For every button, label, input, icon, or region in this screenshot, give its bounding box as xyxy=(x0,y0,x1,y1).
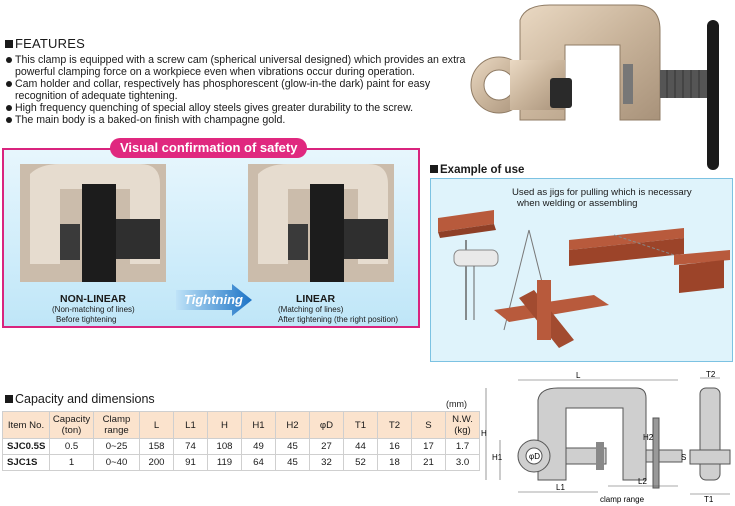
table-cell: 52 xyxy=(343,454,378,471)
example-heading: Example of use xyxy=(430,164,524,176)
column-header: Capacity (ton) xyxy=(49,411,94,439)
clamp-product-image xyxy=(470,4,719,170)
column-header: T1 xyxy=(343,411,378,439)
table-cell: 17 xyxy=(411,438,446,455)
example-caption: when welding or assembling xyxy=(517,198,638,209)
column-header: N.W. (kg) xyxy=(445,411,480,439)
nonlinear-sub2: Before tightening xyxy=(56,315,117,324)
dim-label: H xyxy=(481,429,487,438)
table-cell: 0~40 xyxy=(93,454,140,471)
table-cell: 18 xyxy=(377,454,412,471)
table-cell: 3.0 xyxy=(445,454,480,471)
column-header: Item No. xyxy=(2,411,50,439)
table-row: SJC0.5S 0.5 0~25 158 74 108 49 45 27 44 … xyxy=(2,438,480,455)
feature-item: Cam holder and collar, respectively has … xyxy=(6,78,466,102)
linear-label: LINEAR xyxy=(296,293,336,305)
dim-label: L2 xyxy=(638,477,647,486)
table-header-row: Item No. Capacity (ton) Clamp range L L1… xyxy=(2,411,480,439)
linear-sub1: (Matching of lines) xyxy=(278,305,344,314)
heading-square-icon xyxy=(5,395,13,403)
safety-title: Visual confirmation of safety xyxy=(110,138,308,158)
capacity-heading-text: Capacity and dimensions xyxy=(15,392,155,406)
table-cell: 0~25 xyxy=(93,438,140,455)
dim-label: T1 xyxy=(704,495,714,504)
dim-label: φD xyxy=(529,452,540,461)
tightening-arrow-icon xyxy=(176,284,252,316)
table-cell: 1 xyxy=(49,454,94,471)
dim-label: S xyxy=(681,453,686,462)
heading-square-icon xyxy=(5,40,13,48)
table-cell: 0.5 xyxy=(49,438,94,455)
linear-clamp-photo xyxy=(248,164,394,282)
column-header: H2 xyxy=(275,411,310,439)
table-cell: 49 xyxy=(241,438,276,455)
table-cell: 45 xyxy=(275,438,310,455)
unit-label: (mm) xyxy=(446,399,467,409)
capacity-heading: Capacity and dimensions xyxy=(5,392,155,406)
table-cell: 1.7 xyxy=(445,438,480,455)
dim-label: L1 xyxy=(556,483,565,492)
table-cell: 27 xyxy=(309,438,344,455)
feature-item: The main body is a baked-on finish with … xyxy=(6,114,466,126)
nonlinear-clamp-photo xyxy=(20,164,166,282)
dim-label: T2 xyxy=(706,370,716,379)
nonlinear-label: NON-LINEAR xyxy=(60,293,126,305)
table-cell: SJC1S xyxy=(2,454,50,471)
example-caption: Used as jigs for pulling which is necess… xyxy=(512,187,692,198)
table-cell: 74 xyxy=(173,438,208,455)
column-header: L xyxy=(139,411,174,439)
feature-item: High frequency quenching of special allo… xyxy=(6,102,466,114)
features-list: This clamp is equipped with a screw cam … xyxy=(6,54,466,126)
table-cell: 45 xyxy=(275,454,310,471)
table-row: SJC1S 1 0~40 200 91 119 64 45 32 52 18 2… xyxy=(2,454,480,471)
tightening-label: Tightning xyxy=(184,292,243,307)
column-header: φD xyxy=(309,411,344,439)
table-cell: 200 xyxy=(139,454,174,471)
example-heading-text: Example of use xyxy=(440,164,525,176)
heading-square-icon xyxy=(430,165,438,173)
table-cell: 64 xyxy=(241,454,276,471)
example-illustration xyxy=(438,210,730,348)
table-cell: 21 xyxy=(411,454,446,471)
dim-label: clamp range xyxy=(600,495,645,504)
table-cell: 108 xyxy=(207,438,242,455)
table-cell: 32 xyxy=(309,454,344,471)
nonlinear-sub1: (Non-matching of lines) xyxy=(52,305,135,314)
column-header: S xyxy=(411,411,446,439)
column-header: H1 xyxy=(241,411,276,439)
table-cell: 16 xyxy=(377,438,412,455)
dim-label: L xyxy=(576,371,581,380)
linear-sub2: After tightening (the right position) xyxy=(278,315,399,324)
capacity-table: Item No. Capacity (ton) Clamp range L L1… xyxy=(2,411,480,471)
table-cell: 158 xyxy=(139,438,174,455)
table-cell: 44 xyxy=(343,438,378,455)
column-header: T2 xyxy=(377,411,412,439)
column-header: Clamp range xyxy=(93,411,140,439)
features-heading-text: FEATURES xyxy=(15,36,85,51)
table-cell: 119 xyxy=(207,454,242,471)
dim-label: H1 xyxy=(492,453,503,462)
feature-item: This clamp is equipped with a screw cam … xyxy=(6,54,466,78)
dim-label: H2 xyxy=(643,433,654,442)
column-header: L1 xyxy=(173,411,208,439)
table-cell: 91 xyxy=(173,454,208,471)
features-heading: FEATURES xyxy=(5,36,85,51)
table-cell: SJC0.5S xyxy=(2,438,50,455)
dimension-drawing: φD L L1 L2 clamp range H H1 H2 T1 T2 S xyxy=(481,370,731,504)
column-header: H xyxy=(207,411,242,439)
